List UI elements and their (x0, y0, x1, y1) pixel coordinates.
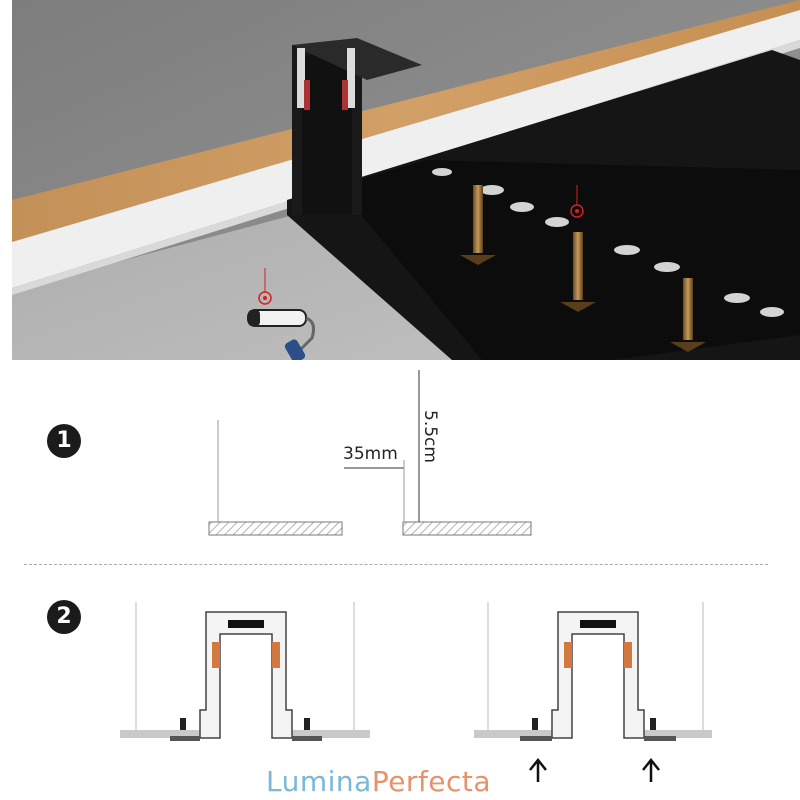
step-2-badge: 2 (47, 600, 81, 634)
ceiling-board-right (402, 521, 532, 536)
brand-part-1: Lumina (266, 765, 372, 798)
installation-illustration (12, 0, 800, 360)
brand-watermark: LuminaPerfecta (266, 765, 491, 798)
wood-board (12, 0, 800, 242)
brand-part-2: Perfecta (371, 765, 492, 798)
marker-pin-icon (258, 268, 272, 305)
step-1-badge: 1 (47, 424, 81, 458)
depth-dimension-label: 5.5cm (420, 410, 440, 463)
ceiling-board-left (208, 521, 343, 536)
track-profile-left (120, 602, 370, 741)
marker-pin-icon (570, 185, 584, 218)
screw-icon (460, 185, 496, 265)
step-1-diagram (208, 370, 532, 536)
screw-icon (670, 278, 706, 352)
step-2-diagram (120, 602, 712, 782)
track-profile-right (474, 602, 712, 741)
screw-icon (560, 232, 596, 312)
installation-photo (12, 0, 800, 360)
up-arrow-icon (529, 757, 547, 782)
up-arrow-icon (642, 757, 660, 782)
paint-roller-icon (247, 309, 315, 360)
width-dimension-label: 35mm (343, 444, 398, 464)
section-divider (24, 564, 768, 565)
